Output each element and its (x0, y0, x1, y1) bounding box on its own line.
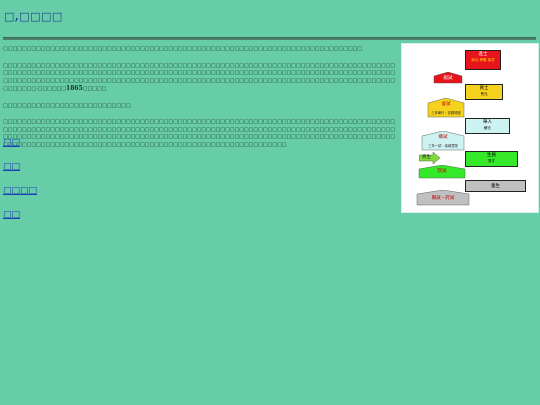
link-2[interactable]: □□ (3, 162, 21, 172)
exam-system-diagram: 進士 狀元 榜眼 探花 殿試 貢士 會元 會試 三年舉行・京師禮部 舉人 解元 … (401, 43, 539, 213)
link-list: □□ □□ □□□□ □□ (3, 138, 37, 234)
paragraph-4: □□□□□□□□□□□□□□□□□□□□□□□□□□□□□□□□□□□□□□□□… (3, 119, 396, 148)
shengyuan-box: 生員 秀才 (465, 151, 518, 167)
paragraph-3: □□□□□□□□□□□□□□□□□□□□□□□□□□□ (3, 102, 131, 109)
xianshi-arrow: 縣試・府試 (407, 190, 479, 206)
xiangshi-arrow-shape (421, 131, 465, 151)
paragraph-1: □□□□□□□□□□□□□□□□□□□□□□□□□□□□□□□□□□□□□□□□… (3, 46, 363, 52)
gongsheng-arrow-shape (419, 152, 441, 164)
gongsheng-arrow: 貢生 (419, 152, 441, 164)
jinshi-box: 進士 狀元 榜眼 探花 (465, 50, 501, 70)
yuanshi-arrow: 院試 (413, 165, 471, 179)
page-title: □,□□□□ (4, 10, 63, 23)
year-text: 1865 (66, 85, 83, 92)
gongshi-box: 貢士 會元 (465, 84, 503, 100)
juren-box: 舉人 解元 (465, 118, 510, 134)
huishi-arrow-shape (427, 98, 465, 118)
link-1[interactable]: □□ (3, 138, 21, 148)
paragraph-2: □□□□□□□□□□□□□□□□□□□□□□□□□□□□□□□□□□□□□□□□… (3, 62, 396, 93)
link-4[interactable]: □□ (3, 210, 21, 220)
dianshi-arrow-shape (433, 72, 463, 84)
yuanshi-arrow-shape (418, 165, 466, 179)
horizontal-rule (3, 37, 536, 40)
article-body: □□□□□□□□□□□□□□□□□□□□□□□□□□□□□□□□□□□□□□□□… (3, 46, 398, 158)
huishi-arrow: 會試 三年舉行・京師禮部 (424, 98, 468, 118)
xiangshi-arrow: 鄉試 三年一試・省城貢院 (418, 131, 468, 151)
xianshi-arrow-shape (416, 190, 470, 206)
tongsheng-box: 童生 (465, 180, 526, 192)
dianshi-arrow: 殿試 (428, 72, 468, 84)
link-3[interactable]: □□□□ (3, 186, 38, 196)
